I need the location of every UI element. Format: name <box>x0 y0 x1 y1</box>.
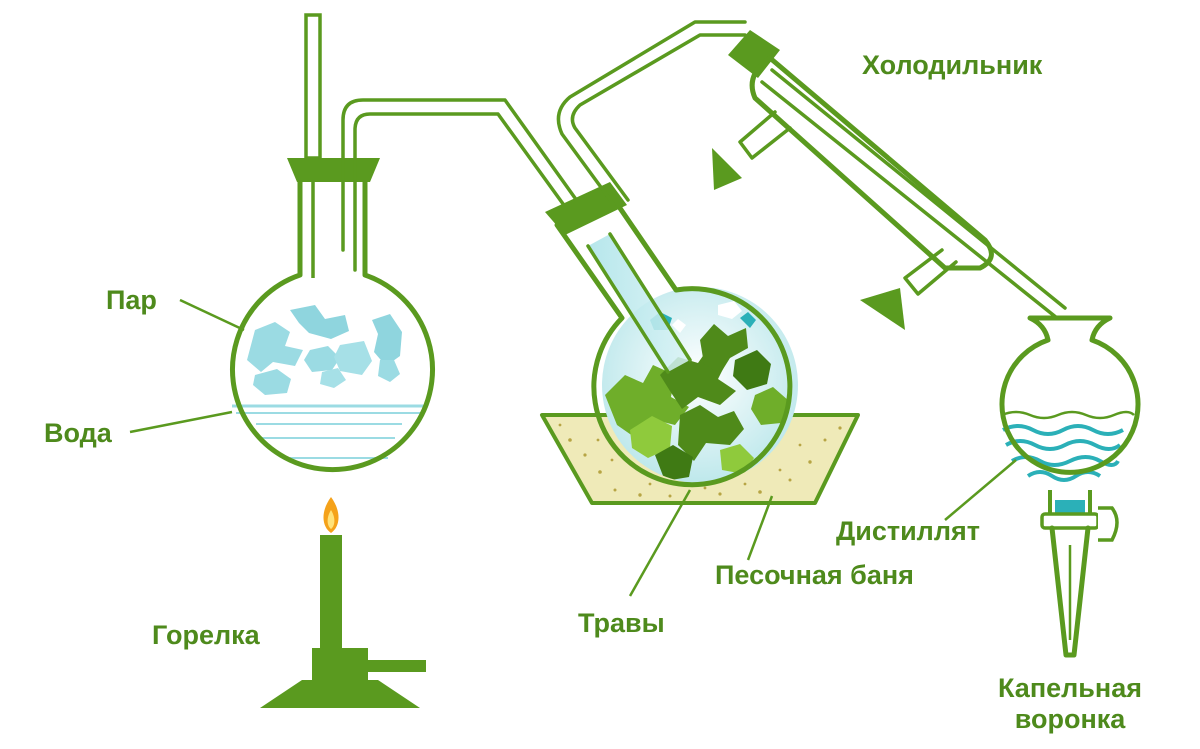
label-water: Вода <box>44 418 113 448</box>
inlet-tube <box>588 234 690 372</box>
leader-steam <box>179 298 245 332</box>
distillate-liquid <box>1001 410 1135 518</box>
sand-grains <box>558 423 842 498</box>
label-herbs: Травы <box>578 608 665 638</box>
safety-tube <box>304 13 322 160</box>
label-sand-bath: Песочная баня <box>715 560 914 590</box>
herbs-foliage <box>605 301 789 481</box>
burner-gas-inlet <box>358 660 426 672</box>
herb-flask-outline <box>554 192 793 488</box>
dropping-funnel <box>999 315 1141 658</box>
leader-distillate <box>944 459 1017 521</box>
condenser <box>712 30 1067 330</box>
label-dropping-funnel-line1: Капельная <box>998 673 1142 703</box>
burner-tube <box>320 535 342 655</box>
label-steam: Пар <box>106 285 157 315</box>
condenser-inner-tube-a <box>770 68 1067 310</box>
label-distillate: Дистиллят <box>836 516 980 546</box>
vapor-tube-inner <box>556 20 747 207</box>
leader-water <box>129 410 233 434</box>
label-burner: Горелка <box>152 620 261 650</box>
label-dropping-funnel-line2: воронка <box>1015 704 1127 734</box>
water-flow-arrow-in <box>860 288 905 330</box>
burner-base <box>260 680 420 708</box>
outlet-tube-outer <box>341 98 582 252</box>
label-condenser: Холодильник <box>862 50 1043 80</box>
vapor-tube-outer <box>570 33 747 202</box>
funnel-stem <box>1049 525 1091 658</box>
outlet-tube-inner <box>353 112 568 272</box>
flame-core <box>327 510 335 529</box>
flask-stopper <box>287 158 380 182</box>
condenser-inner-tube-b <box>760 80 1059 320</box>
burner <box>260 497 426 708</box>
water-flow-arrow-out <box>712 148 742 190</box>
water-inlet-port <box>903 248 958 296</box>
condenser-stopper <box>728 30 780 78</box>
funnel-body <box>999 315 1141 475</box>
stopcock <box>1040 512 1100 530</box>
water-outlet-port <box>738 110 792 160</box>
boiling-flask <box>230 13 582 473</box>
leader-herbs <box>628 489 692 597</box>
stopcock-handle <box>1098 506 1119 542</box>
leader-sand-bath <box>746 495 774 561</box>
steam-clouds <box>247 305 402 395</box>
herb-flask <box>545 20 798 488</box>
